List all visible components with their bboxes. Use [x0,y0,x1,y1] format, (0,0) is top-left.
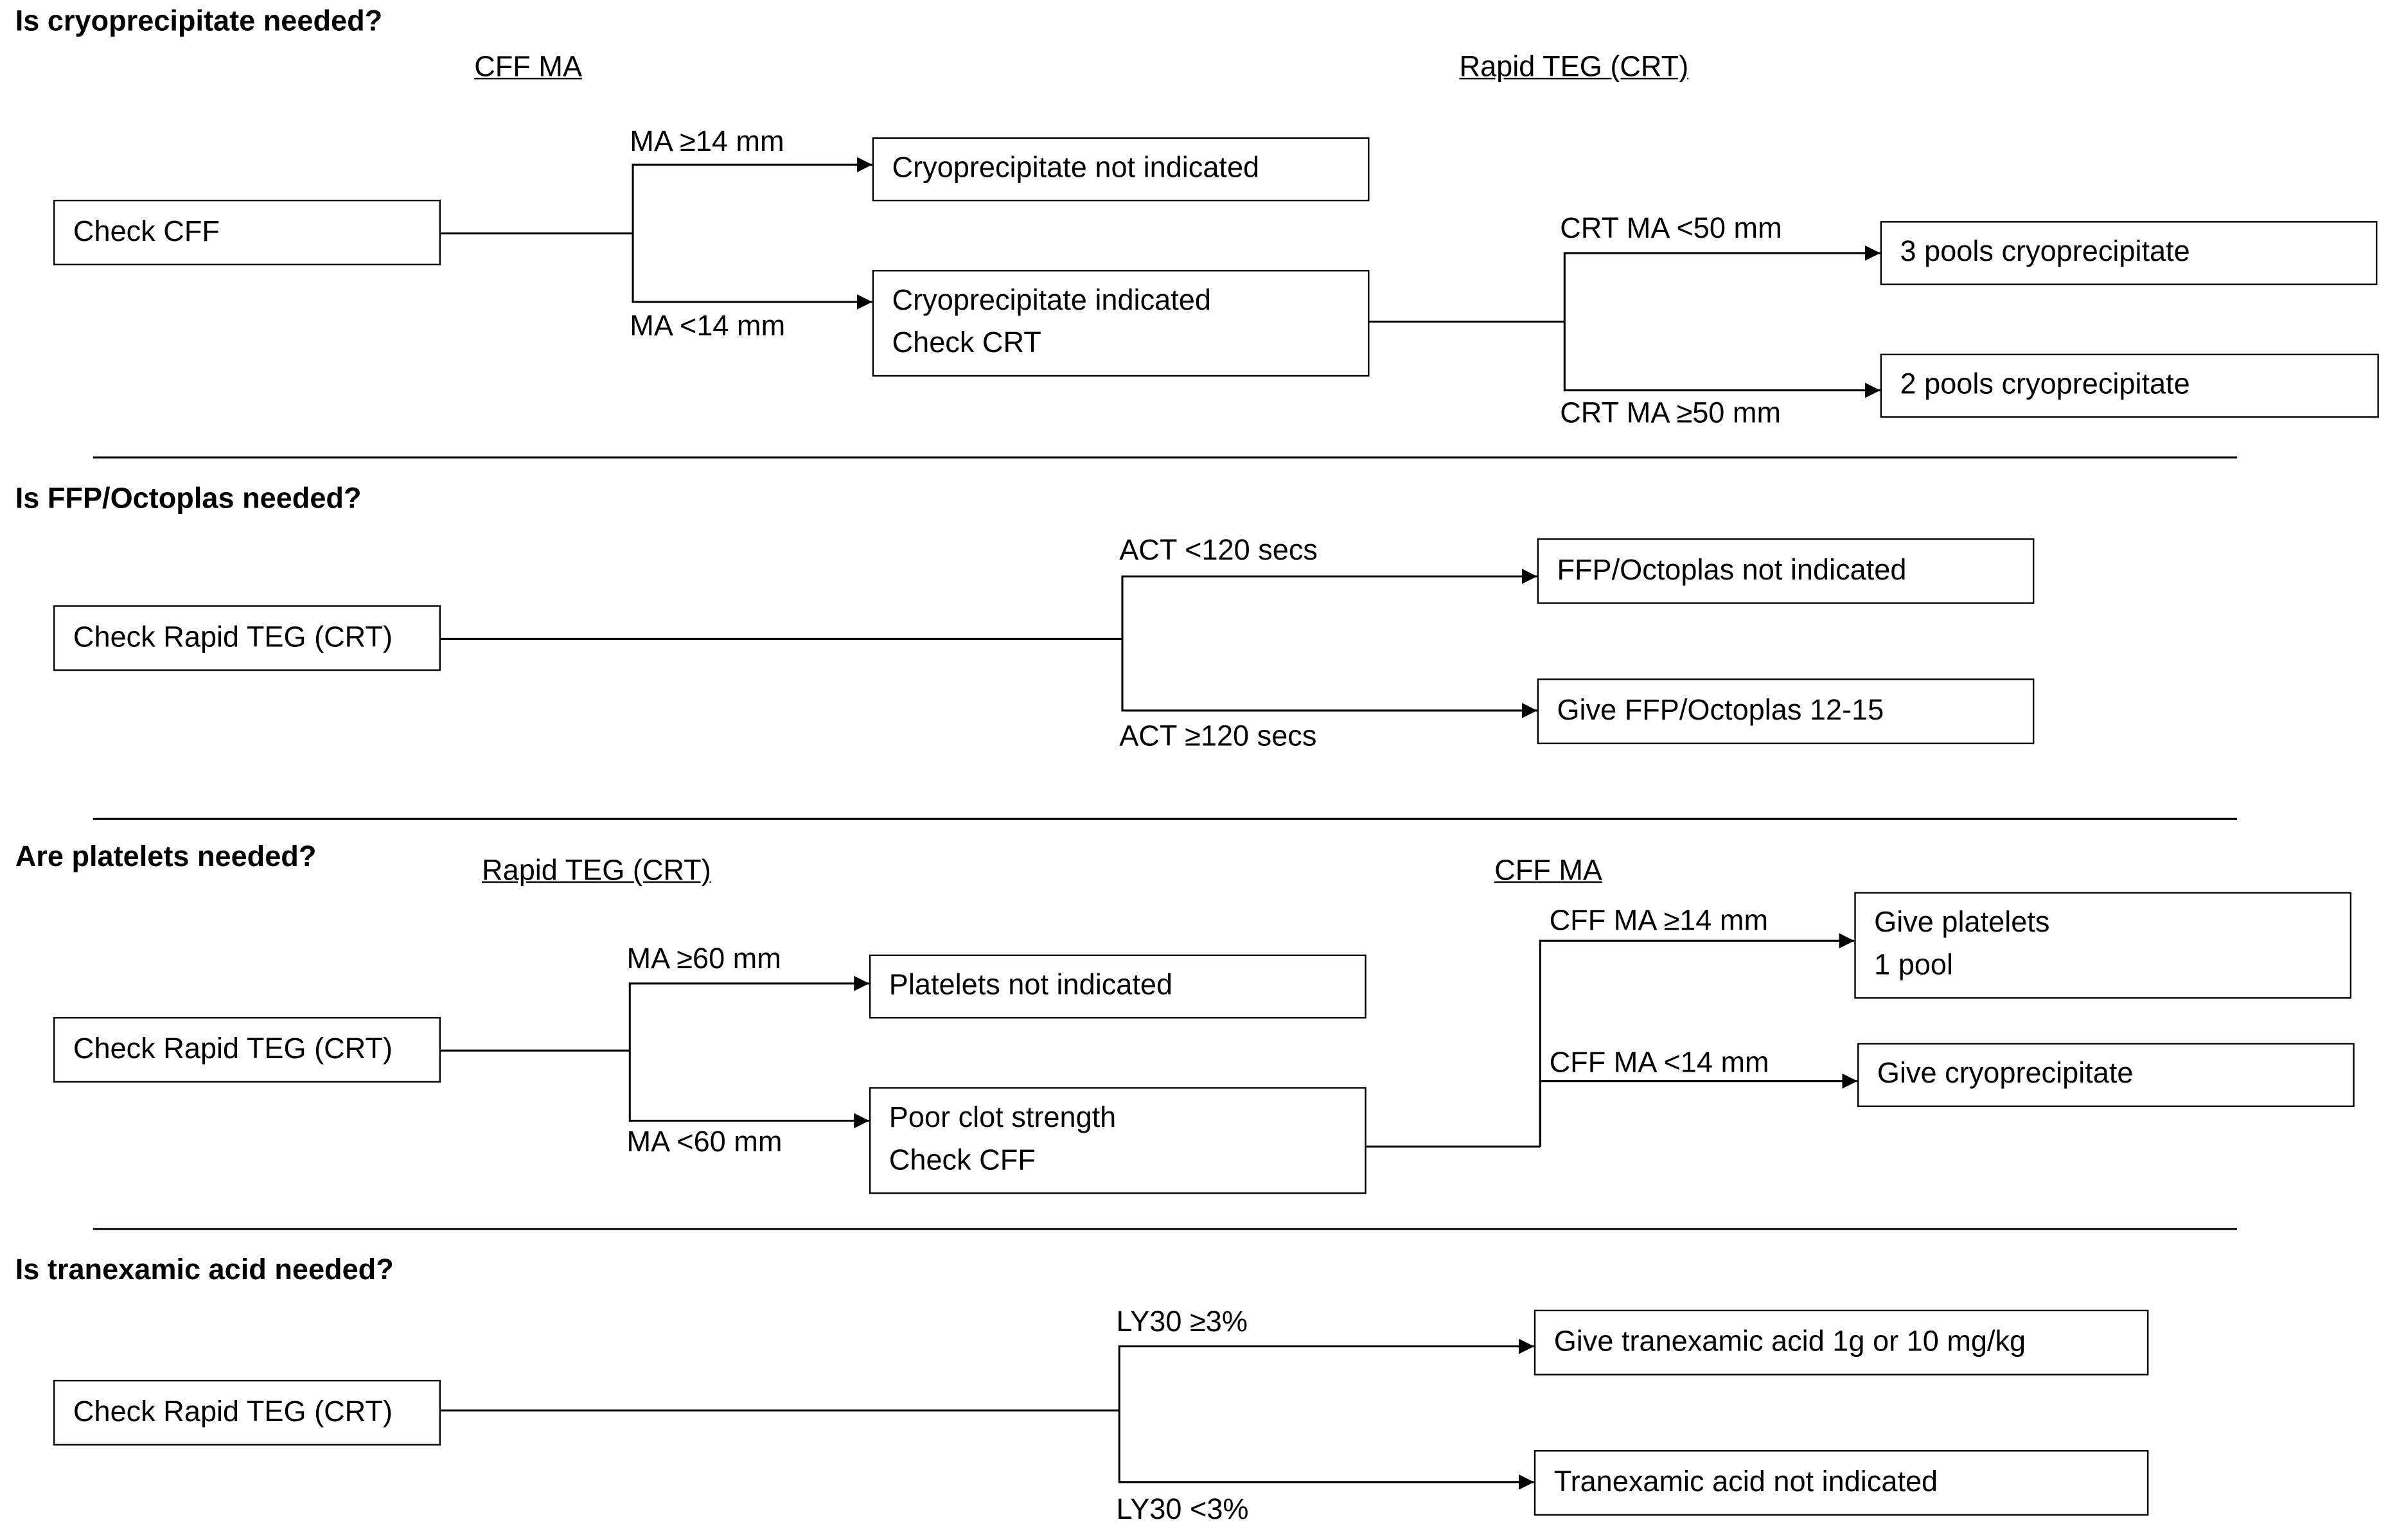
branch-label: MA <60 mm [626,1126,783,1159]
column-header: CFF MA [1494,855,1602,888]
branch-label: MA <14 mm [630,311,786,343]
node-label: Check Rapid TEG (CRT) [73,1395,393,1428]
outcome-node: Give cryoprecipitate [1857,1043,2355,1108]
node-label: Tranexamic acid not indicated [1553,1465,1938,1498]
outcome-node: Give platelets 1 pool [1854,892,2352,999]
node-label: Check CFF [889,1145,1036,1178]
connector-line [628,975,869,1051]
node-label: Check CRT [892,328,1041,360]
branch-label: CRT MA <50 mm [1560,213,1782,246]
start-node: Check Rapid TEG (CRT) [53,1016,441,1083]
connector-line [1118,1338,1534,1411]
column-header: Rapid TEG (CRT) [1459,51,1689,84]
branch-label: LY30 ≥3% [1116,1306,1248,1339]
column-header: CFF MA [474,51,583,84]
node-label: Check Rapid TEG (CRT) [73,1032,393,1065]
connector-line [1563,321,1880,398]
section-question: Is FFP/Octoplas needed? [15,483,362,516]
node-label: 1 pool [1874,950,1954,982]
connector-line [1121,639,1537,718]
decision-node: Cryoprecipitate indicated Check CRT [872,270,1370,377]
connector-line [1539,1073,1858,1147]
node-label: Platelets not indicated [889,969,1173,1002]
branch-label: LY30 <3% [1116,1494,1249,1527]
node-label: Give FFP/Octoplas 12-15 [1557,695,1884,727]
column-header: Rapid TEG (CRT) [482,855,711,888]
outcome-node: FFP/Octoplas not indicated [1537,538,2035,604]
start-node: Check Rapid TEG (CRT) [53,605,441,671]
connector-line [632,233,872,310]
connector-line [1563,245,1880,322]
node-label: 3 pools cryoprecipitate [1900,236,2190,269]
branch-label: MA ≥60 mm [626,944,781,976]
node-label: Give tranexamic acid 1g or 10 mg/kg [1553,1325,2026,1358]
start-node: Check Rapid TEG (CRT) [53,1379,441,1446]
decision-node: Poor clot strength Check CFF [869,1087,1366,1194]
node-label: Check Rapid TEG (CRT) [73,621,393,653]
node-label: Cryoprecipitate indicated [892,285,1211,317]
outcome-node: Cryoprecipitate not indicated [872,137,1370,202]
branch-label: ACT <120 secs [1119,535,1318,567]
branch-label: CFF MA ≥14 mm [1549,905,1769,938]
node-label: Check CFF [73,215,220,248]
node-label: Poor clot strength [889,1102,1117,1135]
branch-label: CFF MA <14 mm [1549,1047,1769,1080]
node-label: Cryoprecipitate not indicated [892,152,1260,185]
connector-line [628,1050,869,1129]
section-question: Is tranexamic acid needed? [15,1255,394,1288]
node-label: FFP/Octoplas not indicated [1557,554,1907,587]
connector-line [1118,1410,1534,1490]
node-label: Give platelets [1874,907,2050,939]
outcome-node: 3 pools cryoprecipitate [1880,221,2378,285]
start-node: Check CFF [53,199,441,265]
node-label: 2 pools cryoprecipitate [1900,369,2190,402]
outcome-node: Give tranexamic acid 1g or 10 mg/kg [1534,1309,2149,1376]
branch-label: ACT ≥120 secs [1119,721,1317,754]
connector-line [1121,569,1537,639]
section-question: Are platelets needed? [15,842,317,874]
outcome-node: Give FFP/Octoplas 12-15 [1537,678,2035,745]
branch-label: CRT MA ≥50 mm [1560,398,1782,430]
outcome-node: 2 pools cryoprecipitate [1880,353,2379,418]
branch-label: MA ≥14 mm [630,126,784,159]
outcome-node: Platelets not indicated [869,954,1366,1019]
connector-line [632,157,872,234]
node-label: Give cryoprecipitate [1877,1058,2134,1090]
outcome-node: Tranexamic acid not indicated [1534,1450,2149,1516]
section-question: Is cryoprecipitate needed? [15,6,383,39]
connector-line [1539,933,1855,1147]
